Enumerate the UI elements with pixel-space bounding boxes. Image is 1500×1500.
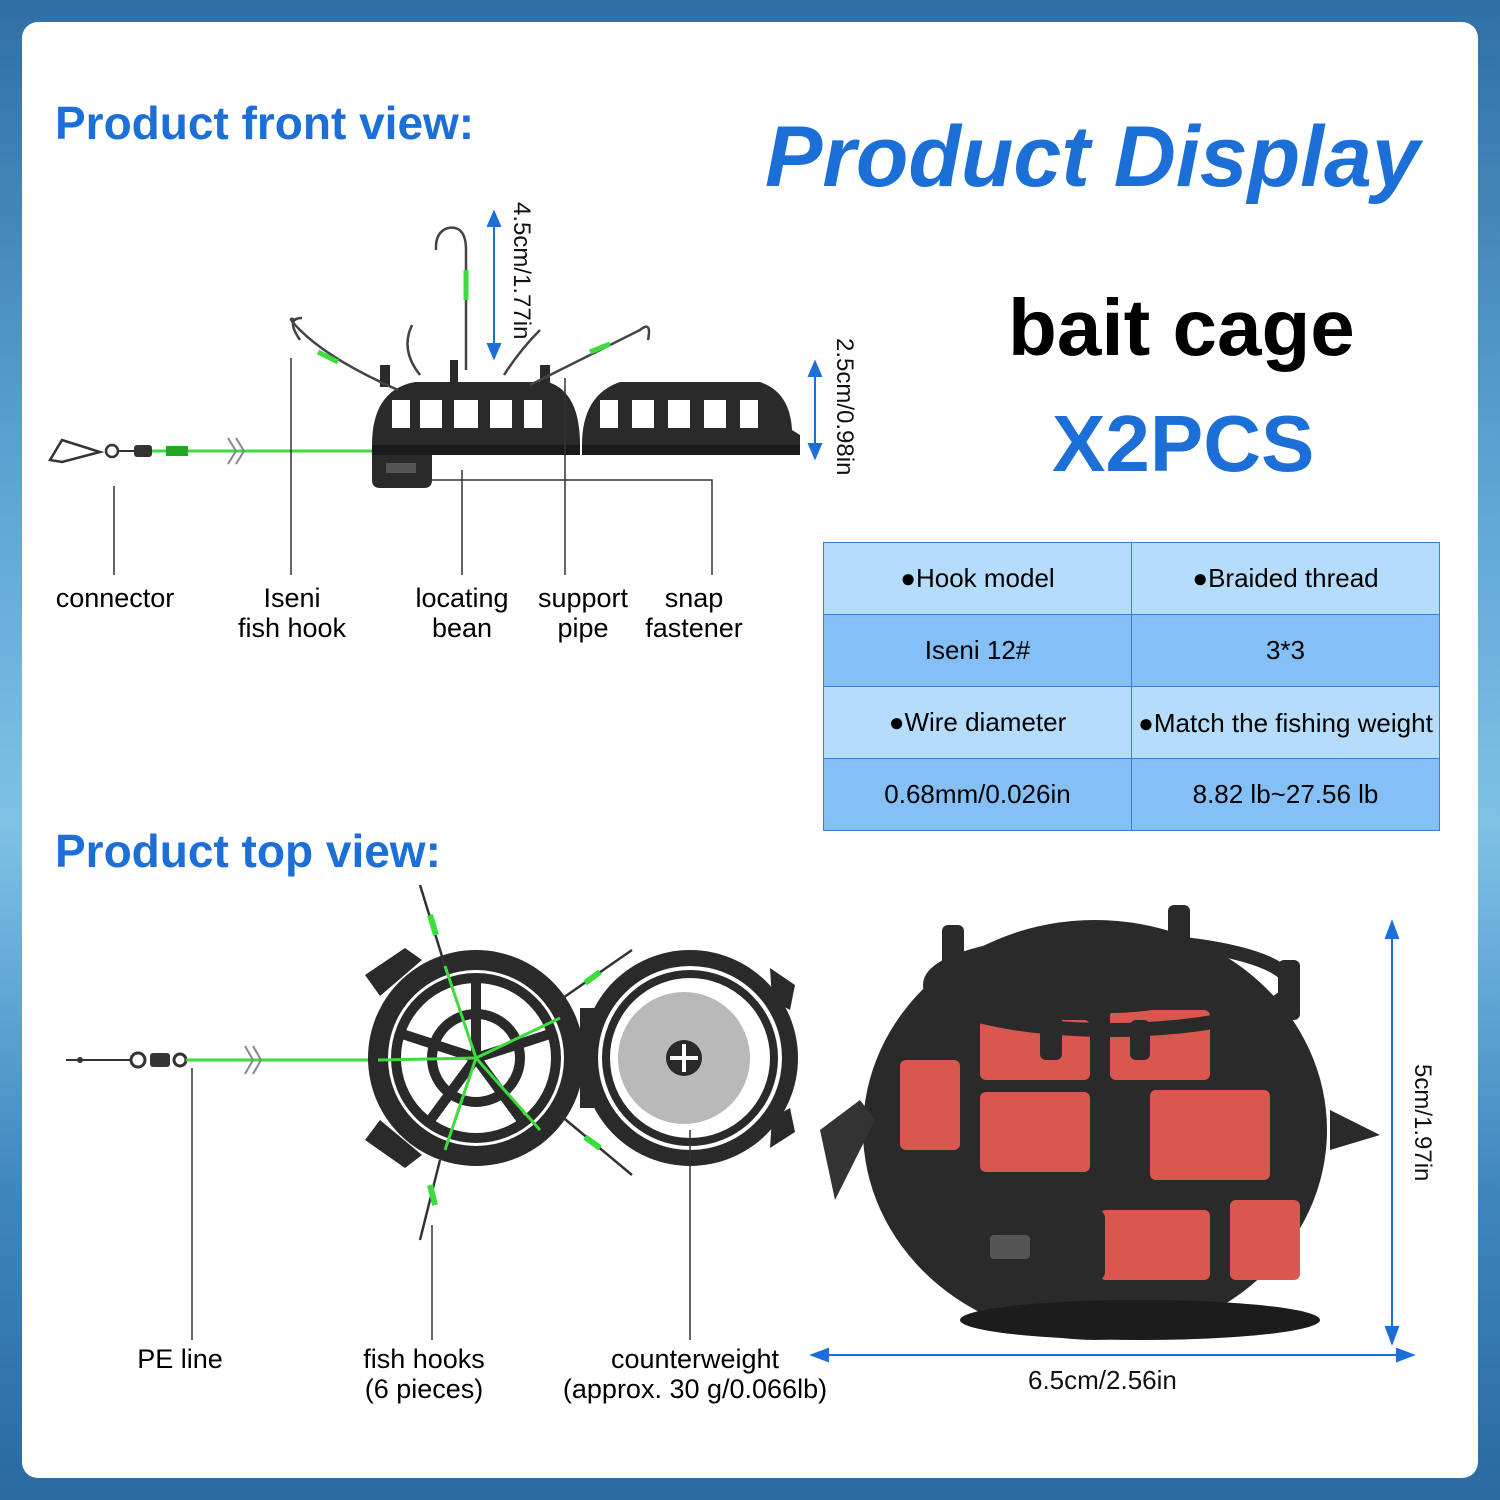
spec-cell: ●Hook model [823,542,1132,615]
center-hook [434,226,468,370]
bait-cage-photo [820,905,1380,1340]
spec-cell: 0.68mm/0.026in [823,758,1132,831]
product-display-title: Product Display [765,109,1420,205]
top-view-drawing [66,884,798,1340]
cage-front-right [582,382,800,455]
cage-dimension-arrows [809,919,1416,1363]
product-name: bait cage [1008,283,1355,372]
spec-table: ●Hook model ●Braided thread Iseni 12# 3*… [823,542,1440,831]
spec-cell: 3*3 [1131,614,1440,687]
dim-cage-label: 2.5cm/0.98in [831,338,858,476]
product-quantity: X2PCS [1052,399,1315,488]
cage-top-left [365,948,584,1168]
cage-front-left [372,360,580,488]
hooks-label: fish hooks(6 pieces) [363,1344,485,1404]
connector-label: connector [55,583,175,613]
spec-cell: ●Match the fishing weight [1131,686,1440,759]
top-connector-icon [66,1051,188,1069]
cage-top-right [580,950,798,1166]
connector-icon [47,438,152,464]
spec-cell: Iseni 12# [823,614,1132,687]
spec-cell: ●Braided thread [1131,542,1440,615]
pe-line-label: PE line [137,1344,223,1374]
dim-hook-label: 4.5cm/1.77in [508,202,535,340]
top-view-heading: Product top view: [55,825,441,877]
front-view-drawing [47,209,823,575]
spec-row: 0.68mm/0.026in 8.82 lb~27.56 lb [823,758,1440,831]
spec-cell: 8.82 lb~27.56 lb [1131,758,1440,831]
dim-height-label: 5cm/1.97in [1409,1064,1436,1182]
dim-width-label: 6.5cm/2.56in [1028,1365,1177,1395]
front-view-heading: Product front view: [55,97,475,149]
spec-row: ●Hook model ●Braided thread [823,542,1440,615]
spec-row: Iseni 12# 3*3 [823,614,1440,687]
counterweight-label: counterweight(approx. 30 g/0.066lb) [562,1344,828,1404]
